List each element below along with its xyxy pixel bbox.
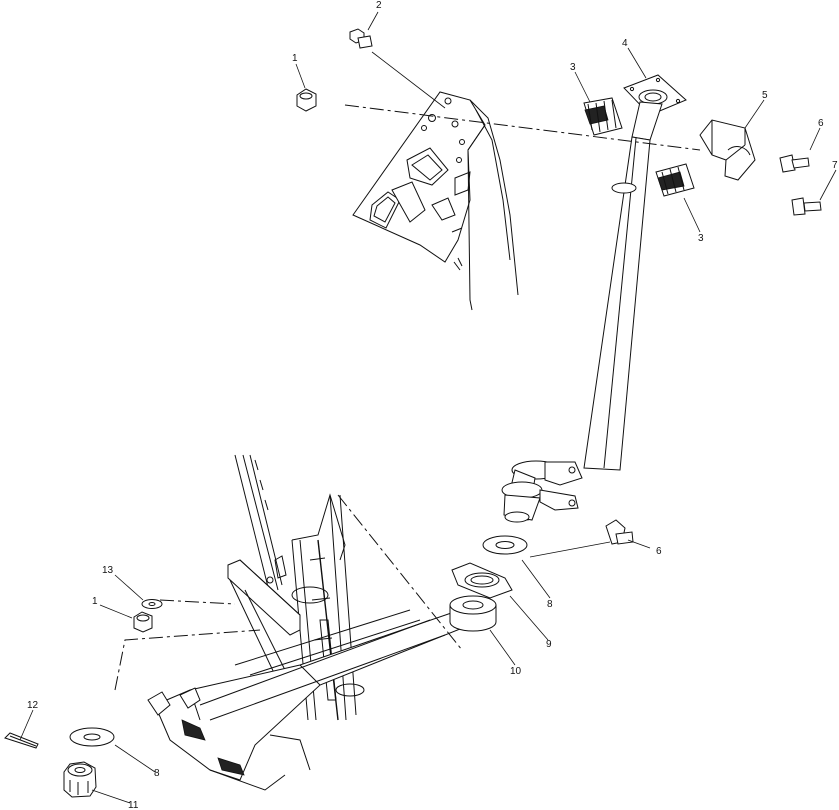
callout-7: 7 <box>832 160 838 171</box>
washer-8-upper <box>482 535 528 555</box>
callout-12: 12 <box>27 700 39 711</box>
callout-8-upper: 8 <box>547 599 553 610</box>
callout-11: 11 <box>128 800 139 810</box>
lower-frame <box>147 454 471 791</box>
centerline-lower-c <box>114 629 261 691</box>
cotter-pin-12 <box>4 732 39 749</box>
washer-8-lower <box>69 727 115 747</box>
callout-3-top: 3 <box>570 62 576 73</box>
centerline-lower-b <box>159 599 236 605</box>
callout-10: 10 <box>510 666 522 677</box>
callout-3-lower: 3 <box>698 233 704 244</box>
bearing-flange-9 <box>451 562 513 599</box>
callout-6-top: 6 <box>818 118 824 129</box>
nut-1-lower <box>133 611 153 633</box>
callout-1-lower: 1 <box>92 596 98 607</box>
centerline-upper <box>344 104 701 151</box>
callout-5: 5 <box>762 90 768 101</box>
callout-labels: 1 2 3 4 5 6 7 3 6 8 9 10 13 1 12 8 11 <box>27 0 838 810</box>
callout-2: 2 <box>376 0 382 11</box>
bolt-6-upper <box>779 154 810 173</box>
bolt-2 <box>349 28 373 49</box>
upper-bracket-plate <box>352 91 519 311</box>
callout-6-lower: 6 <box>656 546 662 557</box>
callout-1-top: 1 <box>292 53 298 64</box>
nut-1-upper <box>296 88 317 112</box>
bolt-6-lower <box>605 519 634 545</box>
leader-6-lower-line <box>529 541 611 558</box>
column-clamp <box>699 119 756 181</box>
callout-8-lower: 8 <box>154 768 160 779</box>
callout-4: 4 <box>622 38 628 49</box>
bushing-lower <box>655 163 695 197</box>
callout-13: 13 <box>102 565 114 576</box>
bushing-upper <box>583 97 623 136</box>
steering-column <box>501 74 687 523</box>
castle-nut-11 <box>63 761 97 798</box>
bolt-7 <box>791 197 822 216</box>
washer-13 <box>141 599 163 609</box>
leader-lines <box>19 11 837 804</box>
callout-9: 9 <box>546 639 552 650</box>
bushing-10 <box>449 595 497 632</box>
centerline-lower-a <box>337 494 463 651</box>
